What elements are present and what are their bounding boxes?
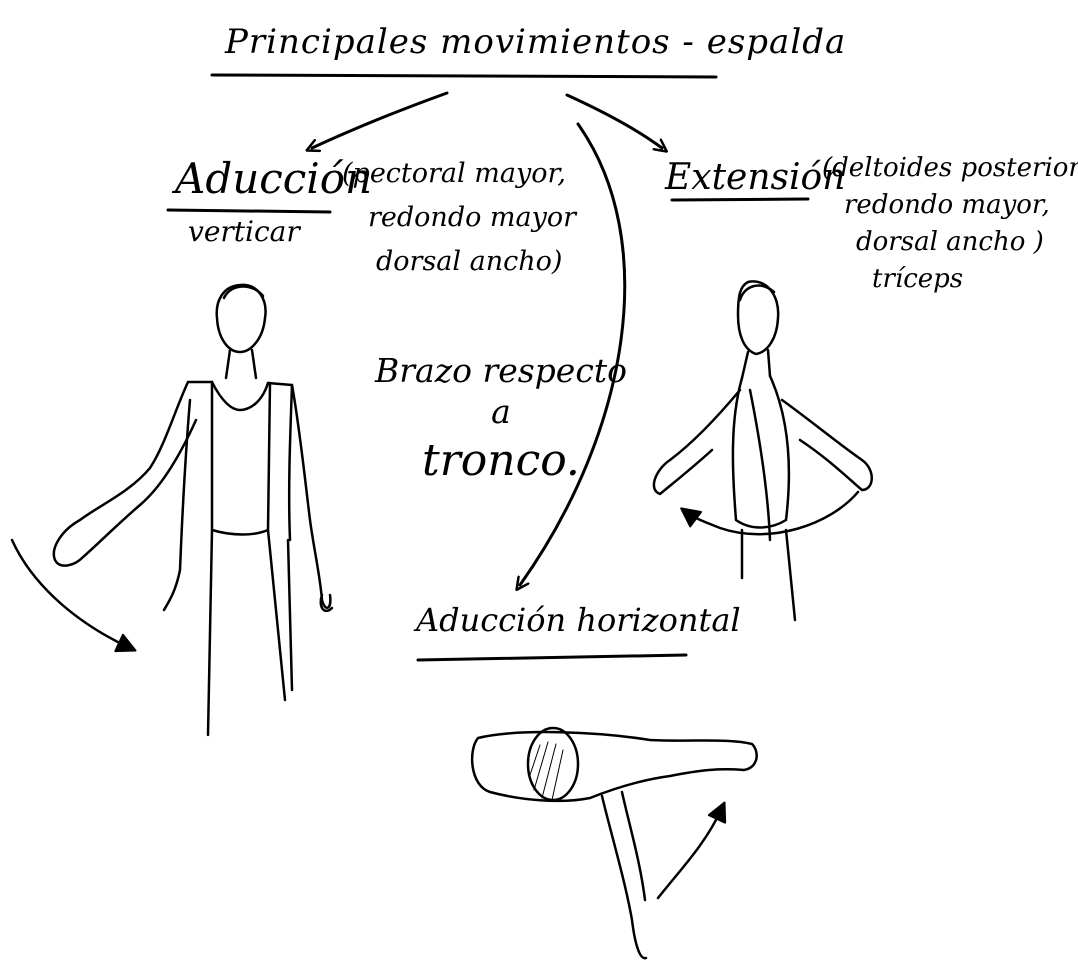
aduccion-muscles: (pectoral mayor, redondo mayor dorsal an… — [342, 152, 576, 284]
horizontal-underline — [418, 655, 686, 660]
hair — [740, 286, 774, 300]
muscle-line: redondo mayor, — [822, 187, 1078, 224]
page-title: Principales movimientos - espalda — [225, 25, 846, 59]
front-arm — [782, 400, 872, 490]
muscle-line: tríceps — [822, 261, 1078, 298]
trunk-sides — [208, 530, 292, 735]
arrow-to-extension — [567, 95, 662, 148]
hanging-arm — [750, 390, 770, 540]
right-arm — [289, 385, 330, 608]
arrow-to-aduccion — [312, 93, 447, 148]
head-top — [528, 728, 578, 800]
extension-underline — [672, 199, 808, 200]
muscle-line: redondo mayor — [342, 196, 576, 240]
muscle-line: dorsal ancho ) — [822, 224, 1078, 261]
rotation-arrow — [12, 540, 130, 648]
extension-muscles: (deltoides posterior, redondo mayor, dor… — [822, 150, 1078, 298]
rotation-arrow — [658, 808, 722, 898]
aduccion-underline — [168, 210, 330, 212]
extension-label: Extensión — [665, 160, 845, 196]
left-shoulder — [188, 382, 292, 385]
horizontal-adduction-label: Aducción horizontal — [416, 604, 741, 636]
center-note: Brazo respecto a tronco. — [375, 350, 627, 488]
moving-arm — [602, 792, 646, 958]
muscle-line: dorsal ancho) — [342, 240, 576, 284]
note-line: Brazo respecto — [375, 350, 627, 391]
note-line: tronco. — [375, 433, 627, 488]
muscle-line: (deltoides posterior, — [822, 150, 1078, 187]
figure-horizontal-adduction — [472, 728, 757, 958]
raised-arm — [54, 382, 196, 566]
shoulders — [472, 732, 757, 801]
aduccion-sublabel: verticar — [188, 218, 300, 246]
tank-top — [212, 382, 270, 535]
neck — [226, 350, 256, 378]
head — [217, 285, 266, 352]
rotation-arrow — [686, 492, 858, 534]
muscle-line: (pectoral mayor, — [342, 152, 576, 196]
note-line: a — [375, 391, 627, 432]
figure-extension — [654, 281, 872, 620]
figure-vertical-adduction — [12, 285, 332, 735]
back-arm — [654, 390, 740, 494]
legs — [742, 530, 795, 620]
title-underline — [212, 75, 716, 77]
head-hatching — [530, 742, 563, 800]
